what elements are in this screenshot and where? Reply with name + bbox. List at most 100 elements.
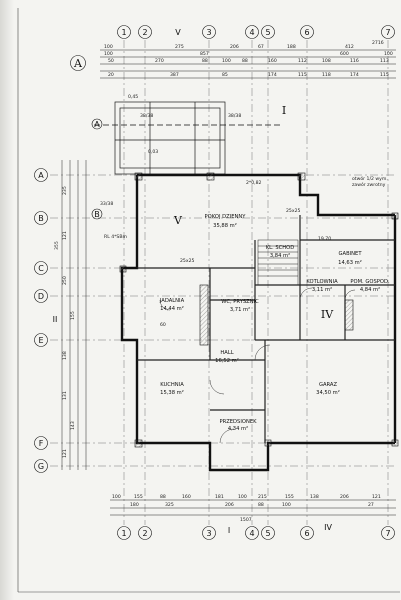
bottom-dimension-text: 100 155 88 160 181 100 215 155 138 206 1…	[112, 494, 381, 523]
svg-text:19,70: 19,70	[318, 236, 331, 242]
svg-text:160: 160	[268, 58, 277, 64]
svg-text:174: 174	[350, 72, 359, 78]
svg-text:160: 160	[182, 494, 191, 500]
svg-text:600: 600	[340, 51, 349, 57]
svg-text:0,03: 0,03	[148, 149, 158, 155]
svg-text:1507: 1507	[240, 517, 252, 523]
svg-text:88: 88	[160, 494, 166, 500]
svg-text:50: 50	[108, 58, 114, 64]
staircase	[257, 239, 299, 286]
room-name-wc: WC, PRYSZNIC	[221, 299, 259, 305]
room-area-kuchnia: 15,38 m²	[160, 390, 184, 396]
svg-text:60: 60	[160, 322, 166, 328]
svg-text:88: 88	[258, 502, 264, 508]
room-area-kl-schod: 3,84 m²	[270, 253, 290, 259]
svg-text:100: 100	[104, 51, 113, 57]
axis-num-bottom-7: 7	[385, 529, 390, 538]
svg-text:88: 88	[202, 58, 208, 64]
axis-letter-d: D	[38, 292, 44, 301]
svg-text:275: 275	[175, 44, 184, 50]
axis-num-top-3: 3	[206, 28, 211, 37]
axis-num-top-6: 6	[304, 28, 309, 37]
svg-text:180: 180	[130, 502, 139, 508]
svg-text:88: 88	[242, 58, 248, 64]
room-name-kotlownia: KOTLOWNIA	[306, 279, 338, 285]
room-area-pokoj: 35,88 m²	[213, 223, 237, 229]
axis-num-bottom-6: 6	[304, 529, 309, 538]
axis-label-ii: II	[53, 315, 58, 324]
room-name-gabinet: GABINET	[339, 251, 363, 257]
svg-text:38/38: 38/38	[140, 113, 153, 119]
room-area-pom-gospod: 4,84 m²	[360, 287, 380, 293]
left-dimension-lines	[61, 160, 87, 470]
axis-num-top-v: V	[175, 28, 181, 37]
room-name-jadalnia: JADALNIA	[159, 298, 185, 304]
structural-columns	[119, 172, 399, 448]
svg-text:85: 85	[222, 72, 228, 78]
svg-text:387: 387	[170, 72, 179, 78]
svg-text:270: 270	[155, 58, 164, 64]
svg-text:zawór zwrotny: zawór zwrotny	[352, 181, 386, 188]
svg-text:121: 121	[372, 494, 381, 500]
svg-text:206: 206	[225, 502, 234, 508]
axis-num-bottom-3: 3	[206, 529, 211, 538]
axis-letter-c: C	[38, 264, 44, 273]
door-swings	[159, 287, 356, 444]
section-mark-a: A	[73, 57, 83, 70]
axis-num-top-5: 5	[265, 28, 270, 37]
svg-text:188: 188	[287, 44, 296, 50]
bottom-dimension-lines	[110, 499, 396, 516]
svg-text:otwór 1/2 wym.: otwór 1/2 wym.	[352, 175, 388, 182]
svg-text:27: 27	[368, 502, 374, 508]
top-dimension-lines	[100, 49, 396, 79]
room-area-wc: 3,71 m²	[230, 307, 250, 313]
section-mark-i: I	[282, 104, 286, 117]
room-area-garaz: 34,50 m²	[316, 390, 340, 396]
svg-text:116: 116	[350, 58, 359, 64]
room-area-hall: 16,52 m²	[215, 358, 239, 364]
axis-letter-a: A	[38, 171, 44, 180]
svg-text:138: 138	[62, 351, 68, 360]
room-name-przedsionek: PRZEDSIONEK	[219, 419, 257, 425]
svg-text:174: 174	[268, 72, 277, 78]
roman-iv-label: IV	[321, 308, 334, 321]
svg-text:112: 112	[298, 58, 307, 64]
svg-text:33/38: 33/38	[100, 201, 113, 207]
svg-text:20: 20	[108, 72, 114, 78]
svg-text:100: 100	[112, 494, 121, 500]
svg-text:0,45: 0,45	[128, 94, 138, 100]
svg-text:181: 181	[215, 494, 224, 500]
axis-grid	[50, 40, 395, 525]
axis-letter-e: E	[38, 336, 43, 345]
room-area-przedsionek: 4,34 m²	[228, 426, 248, 432]
svg-text:113: 113	[380, 58, 389, 64]
svg-text:RL 4*SBm: RL 4*SBm	[104, 234, 127, 240]
room-name-kl-schod: KL. SCHOD	[266, 245, 294, 251]
svg-text:100: 100	[222, 58, 231, 64]
svg-text:143: 143	[70, 421, 76, 430]
room-area-jadalnia: 14,44 m²	[160, 306, 184, 312]
svg-text:67: 67	[258, 44, 264, 50]
room-name-pokoj: POKOJ DZIENNY	[205, 214, 247, 220]
axis-num-top-4: 4	[249, 28, 254, 37]
room-name-hall: HALL	[220, 350, 233, 356]
axis-letter-inner-b: B	[94, 210, 100, 219]
svg-text:325: 325	[165, 502, 174, 508]
svg-text:206: 206	[230, 44, 239, 50]
svg-text:155: 155	[134, 494, 143, 500]
svg-text:412: 412	[345, 44, 354, 50]
svg-text:100: 100	[238, 494, 247, 500]
left-dimension-text: 235 121 355 250 155 138 131 143 121	[54, 186, 76, 458]
svg-text:235: 235	[62, 186, 68, 195]
svg-text:215: 215	[258, 494, 267, 500]
svg-text:155: 155	[285, 494, 294, 500]
svg-text:100: 100	[104, 44, 113, 50]
svg-text:121: 121	[62, 231, 68, 240]
axis-num-bottom-5: 5	[265, 529, 270, 538]
svg-text:857: 857	[200, 51, 209, 57]
sheet-binding-edge	[0, 0, 14, 600]
room-name-kuchnia: KUCHNIA	[160, 382, 184, 388]
axis-letter-f: F	[39, 439, 44, 448]
axis-num-bottom-4: 4	[249, 529, 254, 538]
